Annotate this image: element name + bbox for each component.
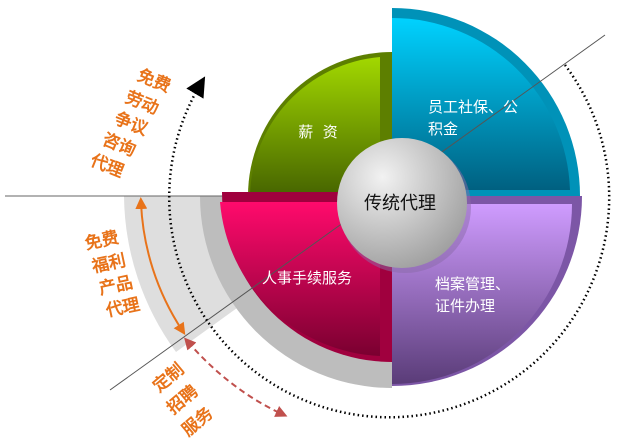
archives-label-line2: 证件办理 [435,297,495,315]
svg-text:免费: 免费 [83,227,121,255]
svg-text:代理: 代理 [103,294,142,322]
recruitment-label: 定制 招聘 服务 [149,359,218,441]
labor-dispute-label: 免费 劳动 争议 咨询 代理 [86,65,173,182]
hr-procedures-label: 人事手续服务 [262,269,352,287]
social-insurance-label-line2: 积金 [428,120,458,138]
svg-text:福利: 福利 [89,250,128,278]
salary-label: 薪 资 [298,123,338,141]
center-label: 传统代理 [364,193,436,214]
welfare-range-arrow [135,197,186,336]
svg-text:产品: 产品 [97,272,135,300]
center-circle[interactable] [337,138,467,268]
social-insurance-label-line1: 员工社保、公 [428,98,518,116]
recruitment-range-arrow [184,337,288,417]
archives-label-line1: 档案管理、 [435,275,510,293]
